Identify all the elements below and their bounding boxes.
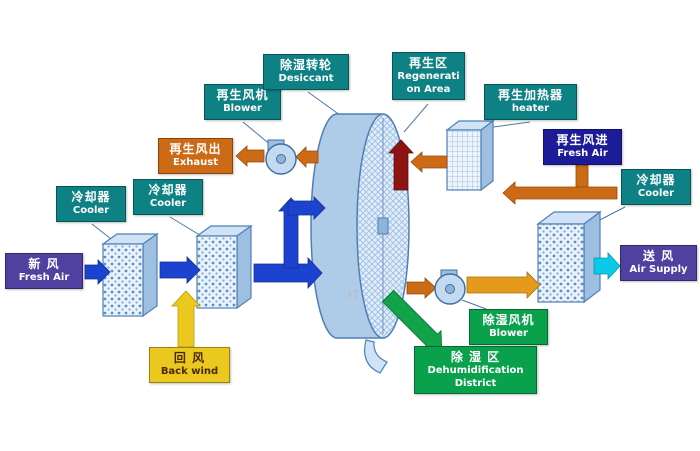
label-cooler-3-zh: 冷却器 (636, 173, 676, 187)
label-cooler-3-en: Cooler (637, 188, 675, 199)
label-air-supply: 送 风 Air Supply (620, 245, 697, 281)
fresh-air-to-cooler1-arrow (84, 259, 111, 285)
label-exhaust-out: 再生风出 Exhaust (158, 138, 233, 174)
label-regen-heater-en: heater (511, 103, 550, 114)
label-regen-fresh-air-en: Fresh Air (557, 148, 608, 159)
wheel-hub (377, 217, 389, 235)
label-regen-fresh-air: 再生风进 Fresh Air (543, 129, 622, 165)
cooler1-to-cooler2-arrow (159, 256, 201, 284)
branch-right-arrow (287, 196, 326, 220)
cooler-1-box (101, 232, 159, 318)
cooler-3-box (536, 210, 602, 304)
label-fresh-air-in-zh: 新 风 (28, 257, 60, 271)
regen-inlet-arrow (502, 181, 618, 205)
label-dehumid-district-en: Dehumidification District (427, 365, 524, 389)
label-desiccant-wheel: 除湿转轮 Desiccant (263, 54, 349, 90)
label-air-supply-zh: 送 风 (642, 249, 675, 263)
label-regen-blower-en: Blower (223, 103, 262, 114)
label-desiccant-wheel-en: Desiccant (278, 73, 334, 84)
label-regen-heater: 再生加热器 heater (484, 84, 577, 120)
label-exhaust-out-zh: 再生风出 (169, 142, 222, 156)
cooler-2-box (195, 224, 253, 310)
process-air-to-wheel-arrow (253, 256, 323, 290)
label-air-supply-en: Air Supply (629, 264, 688, 275)
label-regen-area-zh: 再生区 (408, 56, 448, 70)
label-regen-heater-zh: 再生加热器 (497, 88, 563, 102)
leader-regen-blower (242, 121, 273, 147)
fan-to-exhaust-arrow (235, 145, 265, 167)
label-dehumid-district-zh: 除 湿 区 (450, 350, 501, 364)
supply-air-arrow (593, 251, 621, 281)
wheel-media-sheet-icon (364, 339, 388, 374)
label-fresh-air-in: 新 风 Fresh Air (5, 253, 83, 289)
label-regen-fresh-air-zh: 再生风进 (556, 133, 609, 147)
label-exhaust-out-en: Exhaust (173, 157, 218, 168)
regen-section-up-arrow (388, 139, 414, 191)
label-cooler-1-zh: 冷却器 (71, 190, 111, 204)
dehumid-blower-fan-icon (434, 269, 466, 305)
label-dehumid-blower-zh: 除湿风机 (482, 313, 535, 327)
wheel-to-regen-fan-arrow (295, 146, 319, 168)
label-dehumid-blower: 除湿风机 Blower (469, 309, 548, 345)
watermark-text: xt (346, 287, 359, 302)
label-back-wind: 回 风 Back wind (149, 347, 230, 383)
label-back-wind-en: Back wind (160, 366, 219, 377)
regen-blower-fan-icon (265, 139, 297, 175)
label-cooler-3: 冷却器 Cooler (621, 169, 691, 205)
regen-heater-box (445, 119, 495, 192)
leader-regen-area (403, 103, 429, 133)
back-wind-arrow (171, 290, 201, 348)
heater-to-wheel-arrow (410, 151, 448, 173)
label-cooler-2-en: Cooler (149, 198, 187, 209)
flow-arrows (84, 139, 621, 351)
fan-to-cooler3-arrow (466, 271, 541, 299)
label-desiccant-wheel-zh: 除湿转轮 (279, 58, 332, 72)
leader-lines (91, 91, 626, 310)
label-regen-area: 再生区 Regeneration Area (392, 52, 465, 100)
label-cooler-2-zh: 冷却器 (148, 183, 188, 197)
label-cooler-1: 冷却器 Cooler (56, 186, 126, 222)
leader-dehumid-blower (461, 299, 487, 310)
label-regen-blower-zh: 再生风机 (216, 88, 269, 102)
regen-inlet-connector (575, 164, 589, 190)
wheel-to-dehumid-fan-arrow (406, 277, 437, 299)
label-dehumid-district: 除 湿 区 Dehumidification District (414, 346, 537, 394)
label-fresh-air-in-en: Fresh Air (18, 272, 70, 283)
label-dehumid-blower-en: Blower (489, 328, 528, 339)
label-regen-blower: 再生风机 Blower (204, 84, 281, 120)
label-back-wind-zh: 回 风 (173, 351, 206, 365)
label-cooler-2: 冷却器 Cooler (133, 179, 203, 215)
label-regen-area-en: Regeneration Area (397, 71, 460, 95)
label-cooler-1-en: Cooler (72, 205, 110, 216)
